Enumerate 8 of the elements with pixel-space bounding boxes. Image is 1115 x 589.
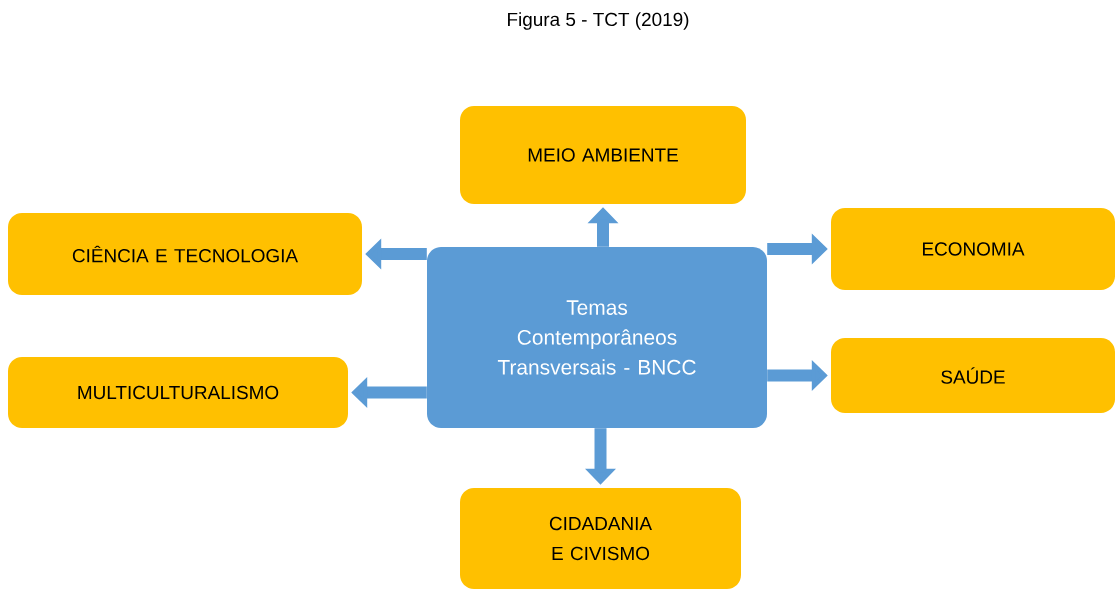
topic-box: CIDADANIA E CIVISMO [460,488,741,589]
topic-box: ECONOMIA [831,208,1115,290]
topic-box: CIÊNCIA E TECNOLOGIA [8,213,362,295]
figure-title: Figura 5 - TCT (2019) [508,12,689,30]
topic-box: MULTICULTURALISMO [8,357,348,428]
center-box: Temas Contemporâneos Transversais - BNCC [427,247,767,428]
topic-box: MEIO AMBIENTE [460,106,746,204]
topic-box: SAÚDE [831,338,1115,413]
